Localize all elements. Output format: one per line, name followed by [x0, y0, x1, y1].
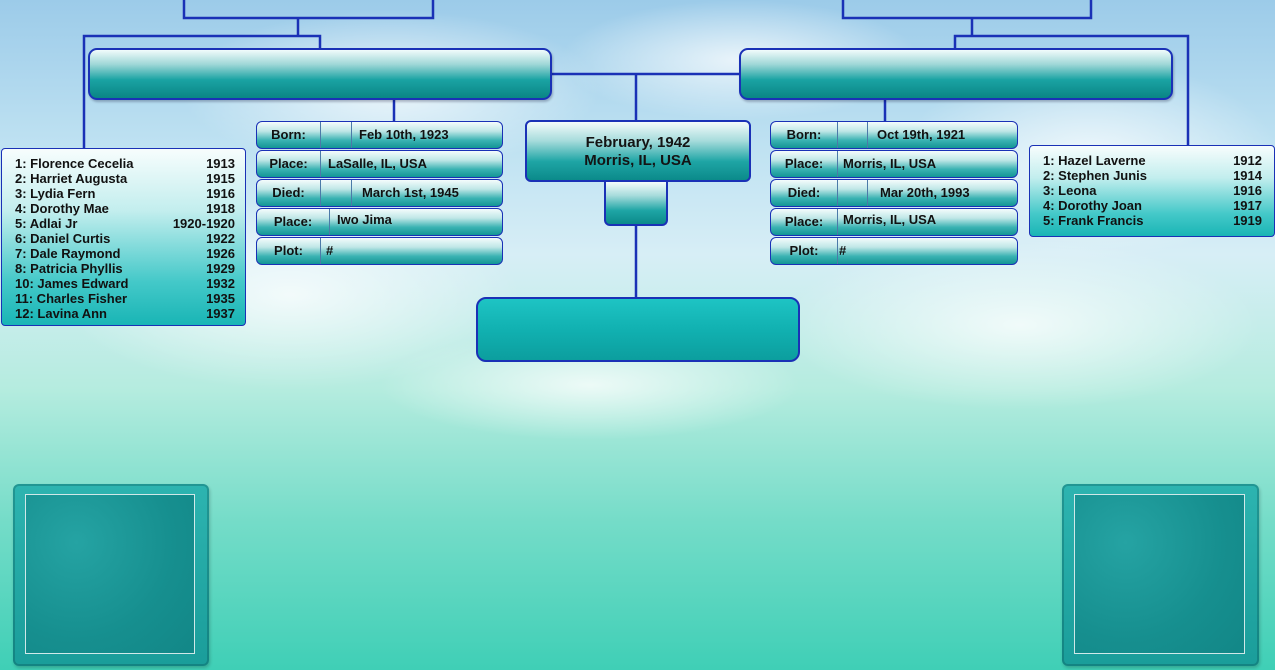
left-born-value: Feb 10th, 1923 [359, 127, 449, 142]
left-died-row[interactable]: Died: March 1st, 1945 [256, 179, 503, 207]
left-died-divider [351, 180, 352, 206]
list-item[interactable]: 5: Frank Francis 1919 [1030, 213, 1274, 228]
sibling-name: 8: Patricia Phyllis [15, 261, 123, 276]
right-photo-placeholder [1074, 494, 1245, 654]
right-plot-label: Plot: [771, 238, 838, 264]
left-born-label: Born: [257, 122, 321, 148]
right-siblings-list: 1: Hazel Laverne 1912 2: Stephen Junis 191… [1029, 145, 1275, 237]
left-siblings-list: 1: Florence Cecelia 1913 2: Harriet Augus… [1, 148, 246, 326]
sibling-year: 1916 [206, 186, 235, 201]
sibling-year: 1932 [206, 276, 235, 291]
sibling-name: 1: Florence Cecelia [15, 156, 134, 171]
right-born-row[interactable]: Born: Oct 19th, 1921 [770, 121, 1018, 149]
marriage-info-box[interactable]: February, 1942 Morris, IL, USA [525, 120, 751, 182]
sibling-year: 1915 [206, 171, 235, 186]
right-photo-frame[interactable] [1062, 484, 1259, 666]
sibling-year: 1913 [206, 156, 235, 171]
sibling-name: 4: Dorothy Joan [1043, 198, 1142, 213]
sibling-name: 11: Charles Fisher [15, 291, 127, 306]
right-born-label: Born: [771, 122, 838, 148]
left-photo-frame[interactable] [13, 484, 209, 666]
left-deathplace-label: Place: [257, 209, 330, 235]
sibling-year: 1914 [1233, 168, 1262, 183]
sibling-name: 4: Dorothy Mae [15, 201, 109, 216]
list-item[interactable]: 8: Patricia Phyllis 1929 [2, 261, 245, 276]
left-died-value: March 1st, 1945 [362, 185, 459, 200]
right-plot-value: # [839, 243, 847, 258]
right-plot-row[interactable]: Plot: # [770, 237, 1018, 265]
list-item[interactable]: 2: Stephen Junis 1914 [1030, 168, 1274, 183]
list-item[interactable]: 6: Daniel Curtis 1922 [2, 231, 245, 246]
right-born-divider [867, 122, 868, 148]
list-item[interactable]: 11: Charles Fisher 1935 [2, 291, 245, 306]
left-birthplace-value: LaSalle, IL, USA [328, 156, 427, 171]
left-plot-label: Plot: [257, 238, 321, 264]
list-item[interactable]: 3: Lydia Fern 1916 [2, 186, 245, 201]
sibling-name: 7: Dale Raymond [15, 246, 121, 261]
sibling-name: 1: Hazel Laverne [1043, 153, 1146, 168]
right-birthplace-row[interactable]: Place: Morris, IL, USA [770, 150, 1018, 178]
right-born-value: Oct 19th, 1921 [877, 127, 966, 142]
sibling-year: 1922 [206, 231, 235, 246]
sibling-name: 6: Daniel Curtis [15, 231, 111, 246]
left-photo-placeholder [25, 494, 195, 654]
list-item[interactable]: 4: Dorothy Mae 1918 [2, 201, 245, 216]
right-birthplace-label: Place: [771, 151, 838, 177]
sibling-name: 5: Frank Francis [1043, 213, 1144, 228]
sibling-name: 12: Lavina Ann [15, 306, 107, 321]
right-died-value: Mar 20th, 1993 [880, 185, 970, 200]
sibling-year: 1912 [1233, 153, 1262, 168]
left-deathplace-row[interactable]: Place: Iwo Jima [256, 208, 503, 236]
marriage-place: Morris, IL, USA [584, 152, 692, 169]
left-birthplace-label: Place: [257, 151, 321, 177]
left-birthplace-row[interactable]: Place: LaSalle, IL, USA [256, 150, 503, 178]
left-died-label: Died: [257, 180, 321, 206]
right-died-divider [867, 180, 868, 206]
left-born-row[interactable]: Born: Feb 10th, 1923 [256, 121, 503, 149]
sibling-year: 1916 [1233, 183, 1262, 198]
left-plot-row[interactable]: Plot: # [256, 237, 503, 265]
left-plot-value: # [326, 243, 334, 258]
sibling-name: 5: Adlai Jr [15, 216, 78, 231]
right-birthplace-value: Morris, IL, USA [843, 156, 937, 171]
left-deathplace-value: Iwo Jima [337, 212, 392, 227]
sibling-year: 1926 [206, 246, 235, 261]
sibling-name: 2: Harriet Augusta [15, 171, 128, 186]
right-died-label: Died: [771, 180, 838, 206]
list-item[interactable]: 1: Florence Cecelia 1913 [2, 156, 245, 171]
sibling-name: 3: Lydia Fern [15, 186, 96, 201]
list-item[interactable]: 7: Dale Raymond 1926 [2, 246, 245, 261]
right-deathplace-row[interactable]: Place: Morris, IL, USA [770, 208, 1018, 236]
list-item[interactable]: 12: Lavina Ann 1937 [2, 306, 245, 321]
list-item[interactable]: 1: Hazel Laverne 1912 [1030, 153, 1274, 168]
left-born-divider [351, 122, 352, 148]
sibling-year: 1919 [1233, 213, 1262, 228]
sibling-year: 1917 [1233, 198, 1262, 213]
child-name-box[interactable] [476, 297, 800, 362]
marriage-count-box[interactable] [604, 182, 668, 226]
sibling-year: 1918 [206, 201, 235, 216]
list-item[interactable]: 3: Leona 1916 [1030, 183, 1274, 198]
sibling-name: 3: Leona [1043, 183, 1097, 198]
sibling-name: 10: James Edward [15, 276, 129, 291]
right-died-row[interactable]: Died: Mar 20th, 1993 [770, 179, 1018, 207]
sibling-year: 1937 [206, 306, 235, 321]
list-item[interactable]: 2: Harriet Augusta 1915 [2, 171, 245, 186]
right-person-name-bar[interactable] [739, 48, 1173, 100]
right-deathplace-label: Place: [771, 209, 838, 235]
right-deathplace-value: Morris, IL, USA [843, 212, 937, 227]
list-item[interactable]: 5: Adlai Jr 1920-1920 [2, 216, 245, 231]
left-person-name-bar[interactable] [88, 48, 552, 100]
list-item[interactable]: 4: Dorothy Joan 1917 [1030, 198, 1274, 213]
list-item[interactable]: 10: James Edward 1932 [2, 276, 245, 291]
sibling-name: 2: Stephen Junis [1043, 168, 1148, 183]
sibling-year: 1920-1920 [172, 216, 235, 231]
sibling-year: 1929 [206, 261, 235, 276]
marriage-date: February, 1942 [585, 134, 691, 151]
sibling-year: 1935 [206, 291, 235, 306]
